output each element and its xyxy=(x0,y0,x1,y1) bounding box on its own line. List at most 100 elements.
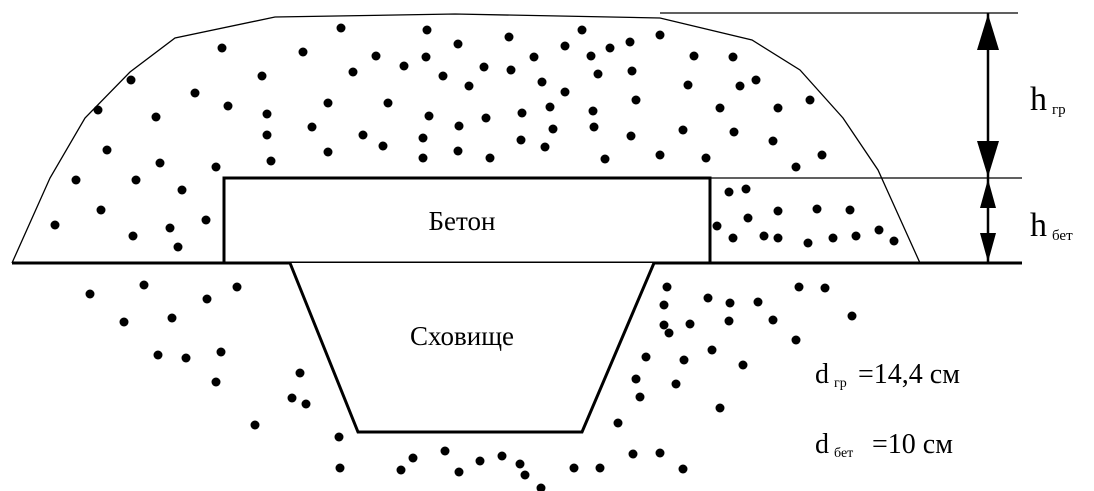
soil-dot xyxy=(334,432,344,442)
soil-dot xyxy=(715,403,725,413)
h-concrete-dimension xyxy=(980,178,996,263)
soil-dot xyxy=(707,345,717,355)
soil-dot xyxy=(659,320,669,330)
soil-dot xyxy=(655,30,665,40)
soil-dot xyxy=(703,293,713,303)
soil-dot xyxy=(773,103,783,113)
soil-dot xyxy=(515,459,525,469)
soil-dot xyxy=(593,69,603,79)
soil-dot xyxy=(181,353,191,363)
soil-dot xyxy=(560,41,570,51)
soil-dot xyxy=(847,311,857,321)
soil-dot xyxy=(725,298,735,308)
soil-dot xyxy=(595,463,605,473)
soil-dot xyxy=(201,215,211,225)
soil-dot xyxy=(812,204,822,214)
soil-dot xyxy=(628,449,638,459)
soil-dot xyxy=(418,153,428,163)
h-soil-label: h гр xyxy=(1030,81,1066,118)
soil-dot xyxy=(600,154,610,164)
soil-dot xyxy=(751,75,761,85)
soil-dot xyxy=(817,150,827,160)
soil-dot xyxy=(422,25,432,35)
soil-dots xyxy=(50,23,899,491)
soil-dot xyxy=(791,335,801,345)
soil-dot xyxy=(177,185,187,195)
soil-dot xyxy=(545,102,555,112)
soil-dot xyxy=(211,377,221,387)
soil-dot xyxy=(139,280,149,290)
shelter-label: Сховище xyxy=(410,321,514,351)
soil-dot xyxy=(794,282,804,292)
soil-dot xyxy=(295,368,305,378)
soil-dot xyxy=(577,25,587,35)
d-soil-symbol: d xyxy=(815,359,829,390)
soil-dot xyxy=(383,98,393,108)
soil-dot xyxy=(655,150,665,160)
soil-dot xyxy=(167,313,177,323)
soil-dot xyxy=(438,71,448,81)
soil-dot xyxy=(516,135,526,145)
soil-dot xyxy=(126,75,136,85)
soil-dot xyxy=(102,145,112,155)
soil-dot xyxy=(408,453,418,463)
soil-dot xyxy=(202,294,212,304)
h-concrete-subscript: бет xyxy=(1052,228,1073,244)
d-concrete-value: =10 см xyxy=(872,429,953,460)
soil-dot xyxy=(131,175,141,185)
soil-dot xyxy=(689,51,699,61)
soil-dot xyxy=(119,317,129,327)
soil-dot xyxy=(627,66,637,76)
soil-dot xyxy=(560,87,570,97)
soil-dot xyxy=(454,467,464,477)
soil-dot xyxy=(232,282,242,292)
soil-dot xyxy=(536,483,546,491)
soil-dot xyxy=(71,175,81,185)
soil-dot xyxy=(548,124,558,134)
soil-dot xyxy=(85,289,95,299)
soil-dot xyxy=(626,131,636,141)
soil-dot xyxy=(266,156,276,166)
soil-dot xyxy=(399,61,409,71)
soil-dot xyxy=(728,233,738,243)
soil-dot xyxy=(128,231,138,241)
soil-dot xyxy=(50,220,60,230)
soil-dot xyxy=(378,141,388,151)
soil-dot xyxy=(424,111,434,121)
soil-dot xyxy=(738,360,748,370)
soil-dot xyxy=(418,133,428,143)
soil-dot xyxy=(165,223,175,233)
soil-dot xyxy=(440,446,450,456)
soil-dot xyxy=(768,315,778,325)
soil-dot xyxy=(662,282,672,292)
soil-dot xyxy=(613,418,623,428)
soil-dot xyxy=(96,205,106,215)
soil-dot xyxy=(454,121,464,131)
soil-dot xyxy=(151,112,161,122)
soil-dot xyxy=(93,105,103,115)
soil-dot xyxy=(155,158,165,168)
h-soil-symbol: h xyxy=(1030,81,1047,118)
soil-dot xyxy=(605,43,615,53)
soil-dot xyxy=(262,130,272,140)
soil-dot xyxy=(371,51,381,61)
soil-dot xyxy=(348,67,358,77)
soil-dot xyxy=(874,225,884,235)
soil-dot xyxy=(659,300,669,310)
soil-dot xyxy=(485,153,495,163)
soil-dot xyxy=(635,392,645,402)
soil-dot xyxy=(724,316,734,326)
soil-dot xyxy=(773,233,783,243)
soil-dot xyxy=(768,136,778,146)
soil-dot xyxy=(631,95,641,105)
soil-dot xyxy=(453,39,463,49)
soil-dot xyxy=(257,71,267,81)
soil-dot xyxy=(287,393,297,403)
soil-dot xyxy=(678,125,688,135)
soil-dot xyxy=(820,283,830,293)
soil-dot xyxy=(216,347,226,357)
soil-dot xyxy=(298,47,308,57)
soil-dot xyxy=(537,77,547,87)
soil-dot xyxy=(250,420,260,430)
